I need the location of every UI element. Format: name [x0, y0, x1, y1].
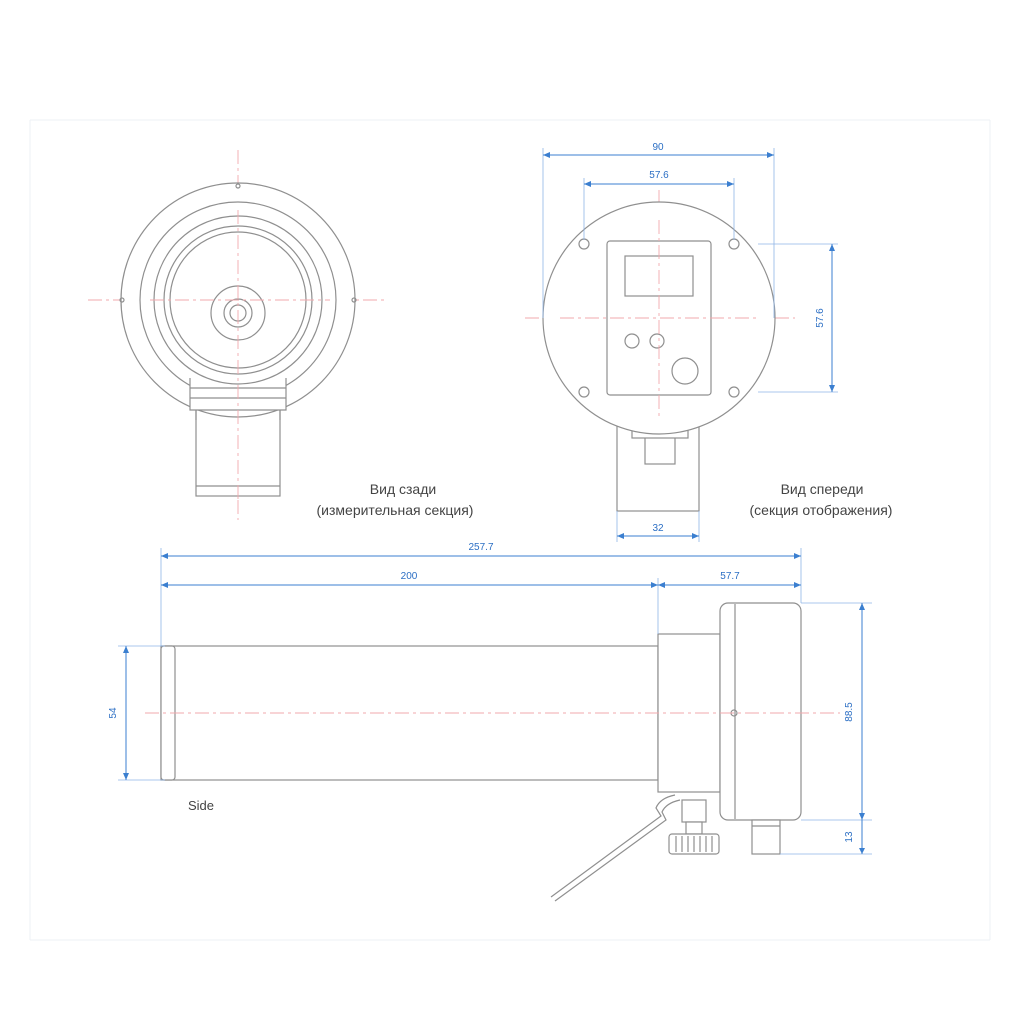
dim-overall-length-label: 257.7 [468, 542, 493, 553]
background-grid [29, 119, 991, 941]
dim-front-hole-h: 57.6 [583, 170, 735, 240]
dim-connector-height: 13 [780, 820, 872, 855]
dim-head-height-label: 88.5 [844, 702, 855, 722]
dim-front-width-label: 90 [652, 142, 664, 153]
front-handle [616, 423, 700, 512]
dim-tube-length-label: 200 [401, 571, 418, 582]
front-connector [644, 433, 676, 465]
side-connector [751, 819, 781, 855]
dim-front-width: 90 [542, 142, 775, 318]
dim-tube-diameter: 54 [108, 645, 165, 781]
rear-mark-left [119, 297, 125, 303]
dim-front-hole-h-label: 57.6 [649, 170, 669, 181]
front-mount-hole-bl [578, 386, 590, 398]
dim-head-length: 57.7 [658, 571, 801, 588]
rear-mark-right [351, 297, 357, 303]
dim-front-handle: 32 [616, 511, 700, 542]
dim-connector-height-label: 13 [844, 831, 855, 843]
dim-front-handle-label: 32 [652, 523, 664, 534]
side-knob [668, 799, 720, 855]
rear-view [88, 150, 388, 520]
front-view-subtitle: (секция отображения) [750, 502, 893, 518]
front-power-button [671, 357, 699, 385]
dim-tube-diameter-label: 54 [108, 707, 119, 719]
side-view [145, 602, 840, 902]
rear-mark-top [235, 183, 241, 189]
front-button-1 [624, 333, 640, 349]
dim-head-height: 88.5 [801, 602, 872, 821]
dim-overall-length: 257.7 [160, 542, 802, 646]
rear-view-subtitle: (измерительная секция) [317, 502, 474, 518]
side-view-title: Side [188, 798, 214, 813]
front-mount-hole-br [728, 386, 740, 398]
front-button-2 [649, 333, 665, 349]
dim-front-hole-v: 57.6 [758, 243, 838, 393]
rear-view-title: Вид сзади [370, 481, 436, 497]
dim-front-hole-v-label: 57.6 [815, 308, 826, 328]
dim-head-length-label: 57.7 [720, 571, 740, 582]
front-view-title: Вид спереди [781, 481, 864, 497]
side-stand-wire [550, 794, 676, 898]
dim-tube-length: 200 [161, 571, 659, 634]
front-view [525, 190, 795, 515]
side-head [719, 602, 802, 821]
